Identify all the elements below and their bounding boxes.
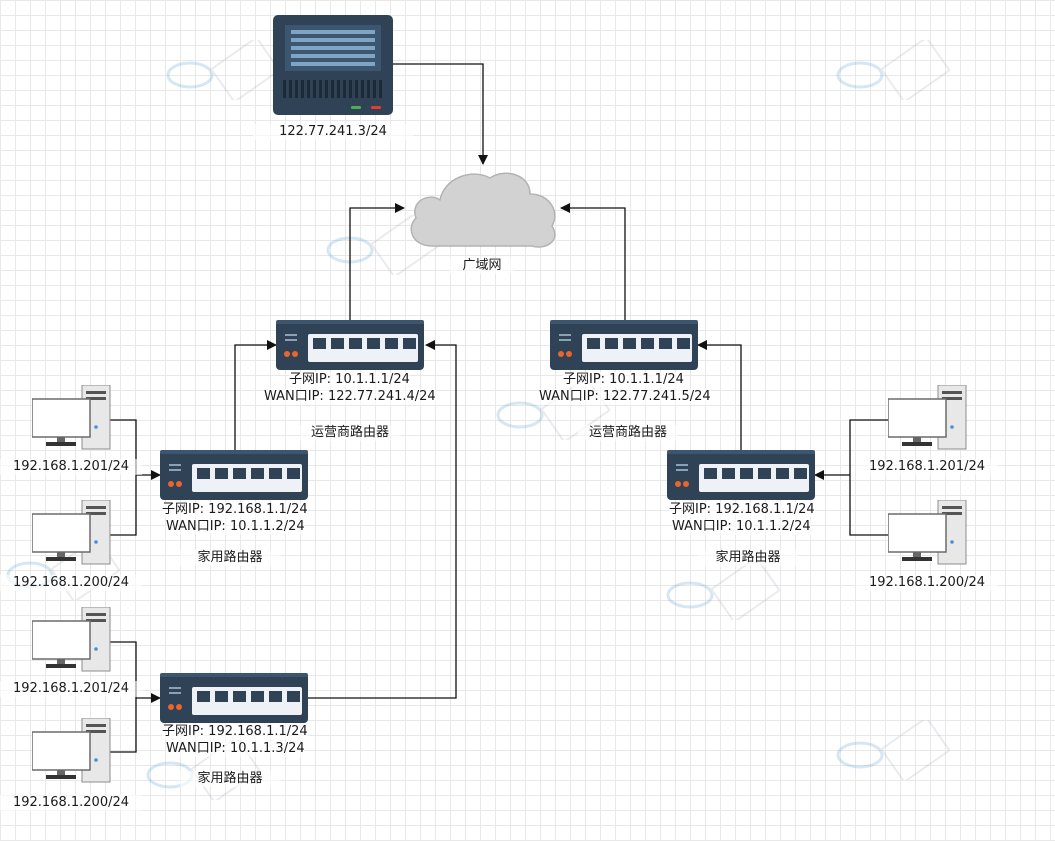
- pc-icon: [31, 384, 112, 450]
- link-home-left-top-to-isp-left: [234, 340, 277, 450]
- home-router-left-bottom-wan: WAN口IP: 10.1.1.3/24: [166, 741, 305, 757]
- cloud-icon: [404, 166, 560, 252]
- link-server-to-wan: [393, 63, 488, 165]
- home-router-left-bottom-icon: [160, 673, 308, 723]
- isp-router-right-subnet: 子网IP: 10.1.1.1/24: [563, 372, 684, 388]
- pc-icon: [31, 717, 112, 783]
- home-router-right-icon: [667, 450, 815, 500]
- pc-ip-label: 192.168.1.200/24: [0, 795, 142, 811]
- pc-ip-label: 192.168.1.201/24: [856, 459, 998, 475]
- home-router-right-name: 家用路由器: [698, 550, 798, 566]
- home-router-left-top-icon: [160, 450, 308, 500]
- server-icon: [273, 15, 393, 115]
- isp-router-left-icon: [276, 320, 424, 370]
- isp-router-left-name: 运营商路由器: [300, 425, 400, 441]
- link-isp-left-to-wan: [349, 203, 405, 320]
- pc-icon: [31, 606, 112, 672]
- isp-router-right-name: 运营商路由器: [578, 425, 678, 441]
- server-ip-label: 122.77.241.3/24: [253, 124, 413, 140]
- link-pcs-left-top-to-home: [110, 419, 160, 536]
- isp-router-left-subnet: 子网IP: 10.1.1.1/24: [289, 372, 410, 388]
- pc-icon: [887, 499, 968, 565]
- wan-label: 广域网: [450, 258, 514, 274]
- isp-router-right-icon: [550, 320, 698, 370]
- pc-ip-label: 192.168.1.200/24: [856, 575, 998, 591]
- pc-ip-label: 192.168.1.201/24: [0, 459, 142, 475]
- home-router-right-wan: WAN口IP: 10.1.1.2/24: [672, 519, 811, 535]
- link-isp-right-to-wan: [560, 203, 626, 320]
- isp-router-left-wan: WAN口IP: 122.77.241.4/24: [264, 389, 436, 405]
- home-router-left-top-name: 家用路由器: [180, 550, 280, 566]
- pc-ip-label: 192.168.1.201/24: [0, 681, 142, 697]
- home-router-left-top-wan: WAN口IP: 10.1.1.2/24: [166, 519, 305, 535]
- pc-icon: [31, 499, 112, 565]
- home-router-right-subnet: 子网IP: 192.168.1.1/24: [669, 502, 815, 518]
- link-home-left-bottom-to-isp-left: [307, 340, 457, 699]
- pc-ip-label: 192.168.1.200/24: [0, 575, 142, 591]
- pc-icon: [887, 384, 968, 450]
- link-pcs-right-to-home: [815, 419, 888, 536]
- home-router-left-top-subnet: 子网IP: 192.168.1.1/24: [162, 502, 308, 518]
- link-pcs-left-bottom-to-home: [110, 641, 160, 753]
- isp-router-right-wan: WAN口IP: 122.77.241.5/24: [539, 389, 711, 405]
- home-router-left-bottom-subnet: 子网IP: 192.168.1.1/24: [162, 724, 308, 740]
- home-router-left-bottom-name: 家用路由器: [180, 771, 280, 787]
- link-home-right-to-isp-right: [697, 340, 742, 450]
